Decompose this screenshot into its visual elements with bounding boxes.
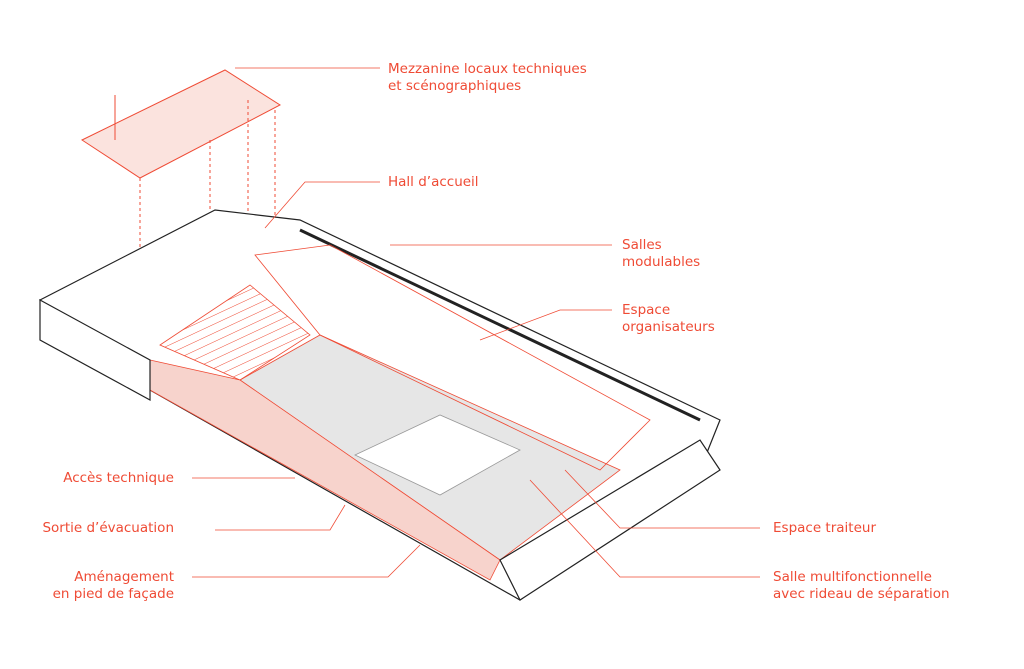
label-amenagement: Aménagement en pied de façade (53, 569, 174, 603)
label-line: Salle multifonctionnelle (773, 569, 932, 585)
label-line: en pied de façade (52, 586, 174, 602)
label-line: Sortie d’évacuation (42, 520, 174, 536)
label-acces-technique: Accès technique (63, 470, 174, 487)
label-line: Salles (622, 237, 662, 253)
label-line: Espace (622, 302, 671, 318)
label-hall: Hall d’accueil (388, 174, 479, 191)
label-line: et scénographiques (388, 78, 522, 94)
label-line: Hall d’accueil (388, 174, 479, 190)
label-line: Accès technique (63, 470, 174, 486)
label-line: organisateurs (622, 319, 715, 335)
ground-floor (38, 209, 721, 601)
label-espace-organisateurs: Espace organisateurs (622, 302, 715, 336)
label-line: Espace traiteur (773, 520, 876, 536)
leader-lines (192, 67, 760, 578)
label-espace-traiteur: Espace traiteur (773, 520, 876, 537)
label-mezzanine: Mezzanine locaux techniques et scénograp… (388, 61, 587, 95)
label-sortie-evacuation: Sortie d’évacuation (42, 520, 174, 537)
label-line: Aménagement (74, 569, 174, 585)
label-salles-modulables: Salles modulables (622, 237, 700, 271)
label-line: avec rideau de séparation (773, 586, 950, 602)
label-line: modulables (622, 254, 701, 270)
label-line: Mezzanine locaux techniques (388, 61, 587, 77)
label-salle-multifonctionnelle: Salle multifonctionnelle avec rideau de … (773, 569, 950, 603)
